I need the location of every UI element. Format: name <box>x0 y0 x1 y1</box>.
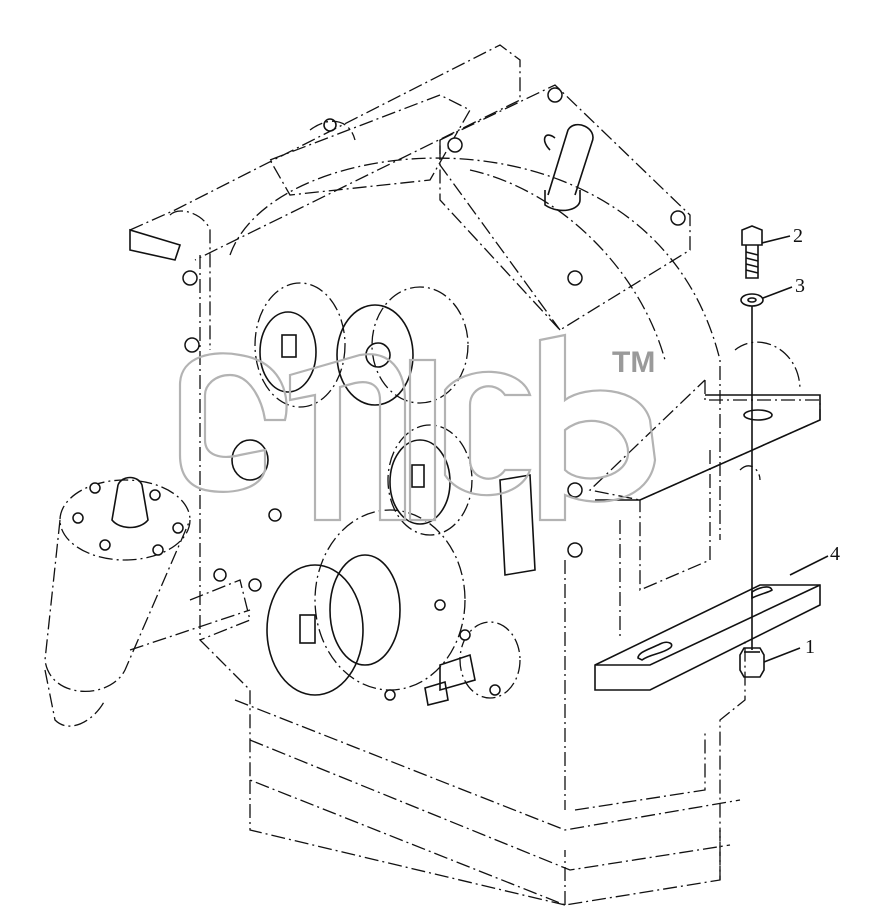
callout-4: 4 <box>789 543 840 576</box>
callout-label-4: 4 <box>830 543 840 565</box>
front-flange-lower <box>266 509 521 706</box>
fastener-bolt <box>741 225 763 279</box>
callout-1: 1 <box>763 636 815 663</box>
front-flange-middle <box>387 424 473 536</box>
callout-2: 2 <box>761 225 803 247</box>
fastener-washer <box>740 293 764 307</box>
gearbox-housing <box>129 44 821 906</box>
oil-filter <box>44 476 251 727</box>
front-flange-upper-left <box>254 282 346 408</box>
callout-label-2: 2 <box>793 225 803 247</box>
callout-label-1: 1 <box>805 636 815 658</box>
side-plate <box>499 474 536 576</box>
side-port <box>231 439 269 481</box>
watermark-tm: TM <box>612 346 655 379</box>
callout-label-3: 3 <box>795 275 805 297</box>
watermark-logo: TM <box>178 333 657 522</box>
fastener-nut <box>739 647 765 678</box>
housing-bolts <box>72 87 686 701</box>
callout-3: 3 <box>762 275 805 299</box>
